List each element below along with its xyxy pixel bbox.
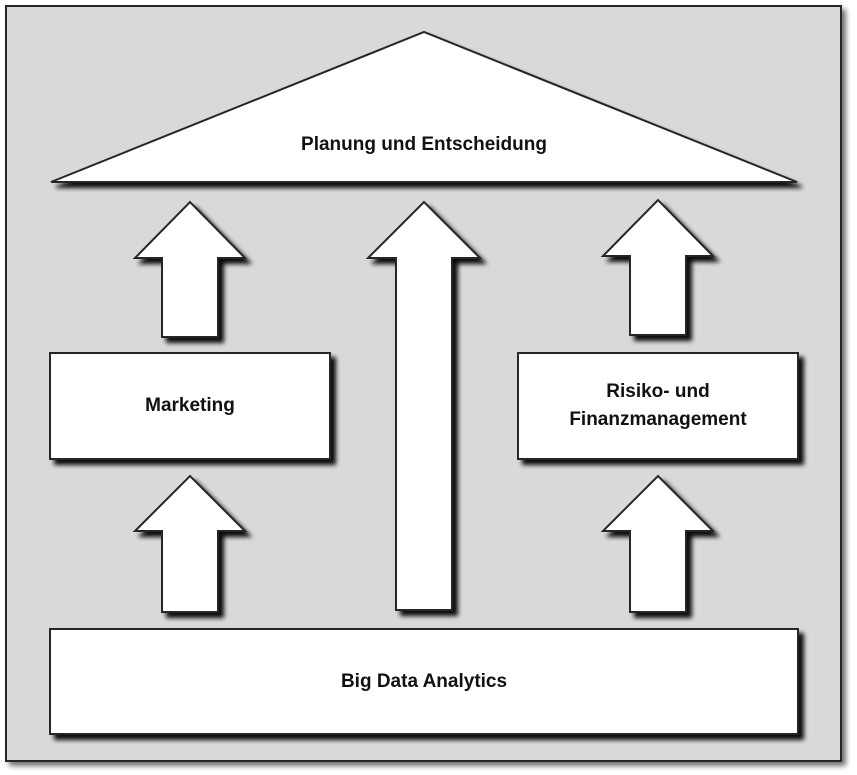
roof-triangle	[50, 30, 798, 183]
arrow-up-icon	[132, 474, 248, 613]
big-data-box	[49, 628, 799, 735]
marketing-label: Marketing	[145, 395, 235, 416]
arrow-up-icon	[132, 200, 248, 338]
risk-finance-box	[517, 352, 799, 460]
big-data-label: Big Data Analytics	[340, 670, 508, 692]
roof-label: Planung und Entscheidung	[301, 134, 547, 155]
arrow-up-icon	[600, 474, 716, 613]
arrow-up-icon	[600, 198, 716, 336]
marketing-box	[49, 352, 331, 460]
risk-finance-label: Risiko- und Finanzmanagement	[569, 381, 747, 430]
arrow-up-icon	[365, 200, 483, 611]
